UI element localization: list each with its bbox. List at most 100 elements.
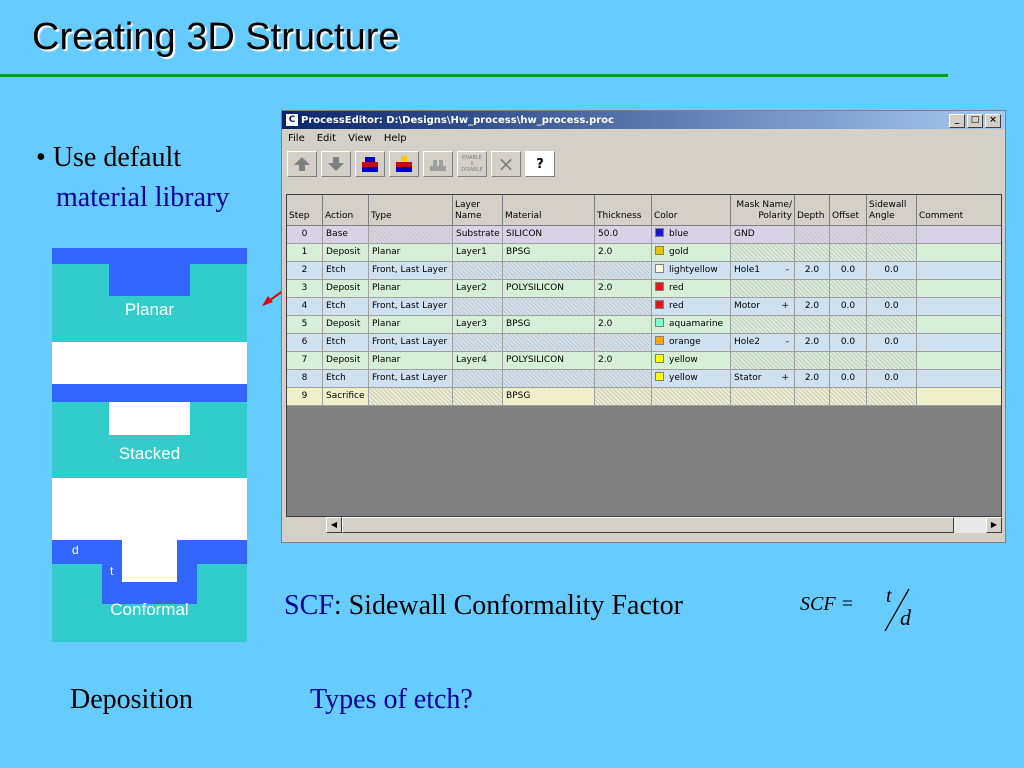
- action-cell[interactable]: Etch: [323, 298, 369, 316]
- color-cell[interactable]: red: [652, 280, 731, 298]
- layer-name-cell[interactable]: [453, 298, 503, 316]
- sidewall-angle-cell[interactable]: [867, 352, 917, 370]
- type-header[interactable]: Type: [369, 195, 453, 226]
- layer-name-cell[interactable]: Layer2: [453, 280, 503, 298]
- depth-cell[interactable]: [795, 280, 830, 298]
- mask-polarity-cell[interactable]: [731, 316, 795, 334]
- layer-name-cell[interactable]: [453, 388, 503, 406]
- type-cell[interactable]: [369, 388, 453, 406]
- menu-edit[interactable]: Edit: [316, 132, 337, 144]
- thickness-cell[interactable]: 2.0: [595, 352, 652, 370]
- material-cell[interactable]: POLYSILICON: [503, 280, 595, 298]
- delete-layer-button[interactable]: [423, 151, 453, 177]
- comment-cell[interactable]: [917, 244, 1001, 262]
- offset-cell[interactable]: 0.0: [830, 262, 867, 280]
- layer-name-header[interactable]: Layer Name: [453, 195, 503, 226]
- depth-cell[interactable]: [795, 226, 830, 244]
- sidewall-angle-header[interactable]: Sidewall Angle: [867, 195, 917, 226]
- color-cell[interactable]: yellow: [652, 370, 731, 388]
- step-cell[interactable]: 8: [287, 370, 323, 388]
- material-cell[interactable]: [503, 298, 595, 316]
- action-cell[interactable]: Deposit: [323, 352, 369, 370]
- mask-polarity-cell[interactable]: [731, 280, 795, 298]
- scroll-right-arrow[interactable]: ▶: [986, 517, 1002, 533]
- material-cell[interactable]: BPSG: [503, 244, 595, 262]
- close-editor-button[interactable]: ×: [491, 151, 521, 177]
- comment-cell[interactable]: [917, 370, 1001, 388]
- comment-cell[interactable]: [917, 280, 1001, 298]
- thickness-cell[interactable]: 2.0: [595, 244, 652, 262]
- thickness-cell[interactable]: [595, 298, 652, 316]
- material-cell[interactable]: [503, 334, 595, 352]
- comment-cell[interactable]: [917, 334, 1001, 352]
- thickness-cell[interactable]: [595, 334, 652, 352]
- action-cell[interactable]: Sacrifice: [323, 388, 369, 406]
- thickness-cell[interactable]: 2.0: [595, 280, 652, 298]
- material-cell[interactable]: [503, 370, 595, 388]
- move-up-button[interactable]: [287, 151, 317, 177]
- comment-cell[interactable]: [917, 298, 1001, 316]
- color-cell[interactable]: lightyellow: [652, 262, 731, 280]
- material-cell[interactable]: POLYSILICON: [503, 352, 595, 370]
- scroll-left-arrow[interactable]: ◀: [326, 517, 342, 533]
- sidewall-angle-cell[interactable]: 0.0: [867, 370, 917, 388]
- color-cell[interactable]: red: [652, 298, 731, 316]
- depth-cell[interactable]: 2.0: [795, 298, 830, 316]
- type-cell[interactable]: Front, Last Layer: [369, 298, 453, 316]
- material-cell[interactable]: [503, 262, 595, 280]
- comment-cell[interactable]: [917, 262, 1001, 280]
- mask-polarity-header[interactable]: Mask Name/ Polarity: [731, 195, 795, 226]
- depth-cell[interactable]: 2.0: [795, 334, 830, 352]
- depth-cell[interactable]: 2.0: [795, 262, 830, 280]
- step-cell[interactable]: 9: [287, 388, 323, 406]
- offset-cell[interactable]: [830, 316, 867, 334]
- move-down-button[interactable]: [321, 151, 351, 177]
- step-cell[interactable]: 5: [287, 316, 323, 334]
- enable-disable-button[interactable]: ENABLE ⇕ DISABLE: [457, 151, 487, 177]
- scroll-thumb[interactable]: [342, 517, 954, 533]
- step-cell[interactable]: 0: [287, 226, 323, 244]
- offset-cell[interactable]: [830, 352, 867, 370]
- depth-cell[interactable]: [795, 316, 830, 334]
- mask-polarity-cell[interactable]: Motor+: [731, 298, 795, 316]
- layer-name-cell[interactable]: Layer4: [453, 352, 503, 370]
- mask-polarity-cell[interactable]: Hole1-: [731, 262, 795, 280]
- step-cell[interactable]: 6: [287, 334, 323, 352]
- layer-name-cell[interactable]: [453, 370, 503, 388]
- sidewall-angle-cell[interactable]: 0.0: [867, 298, 917, 316]
- insert-after-button[interactable]: [389, 151, 419, 177]
- menu-view[interactable]: View: [348, 132, 372, 144]
- offset-header[interactable]: Offset: [830, 195, 867, 226]
- thickness-header[interactable]: Thickness: [595, 195, 652, 226]
- menu-file[interactable]: File: [288, 132, 305, 144]
- sidewall-angle-cell[interactable]: 0.0: [867, 262, 917, 280]
- mask-polarity-cell[interactable]: [731, 352, 795, 370]
- step-cell[interactable]: 1: [287, 244, 323, 262]
- step-cell[interactable]: 2: [287, 262, 323, 280]
- action-cell[interactable]: Deposit: [323, 316, 369, 334]
- layer-name-cell[interactable]: Substrate: [453, 226, 503, 244]
- step-header[interactable]: Step: [287, 195, 323, 226]
- depth-cell[interactable]: [795, 244, 830, 262]
- sidewall-angle-cell[interactable]: [867, 226, 917, 244]
- step-cell[interactable]: 4: [287, 298, 323, 316]
- comment-cell[interactable]: [917, 388, 1001, 406]
- layer-name-cell[interactable]: Layer3: [453, 316, 503, 334]
- color-header[interactable]: Color: [652, 195, 731, 226]
- color-cell[interactable]: orange: [652, 334, 731, 352]
- step-cell[interactable]: 7: [287, 352, 323, 370]
- mask-polarity-cell[interactable]: GND: [731, 226, 795, 244]
- type-cell[interactable]: Front, Last Layer: [369, 262, 453, 280]
- close-window-button[interactable]: ×: [985, 114, 1001, 128]
- step-cell[interactable]: 3: [287, 280, 323, 298]
- thickness-cell[interactable]: [595, 388, 652, 406]
- color-cell[interactable]: [652, 388, 731, 406]
- help-button[interactable]: ?: [525, 151, 555, 177]
- type-cell[interactable]: Front, Last Layer: [369, 370, 453, 388]
- comment-cell[interactable]: [917, 226, 1001, 244]
- type-cell[interactable]: Front, Last Layer: [369, 334, 453, 352]
